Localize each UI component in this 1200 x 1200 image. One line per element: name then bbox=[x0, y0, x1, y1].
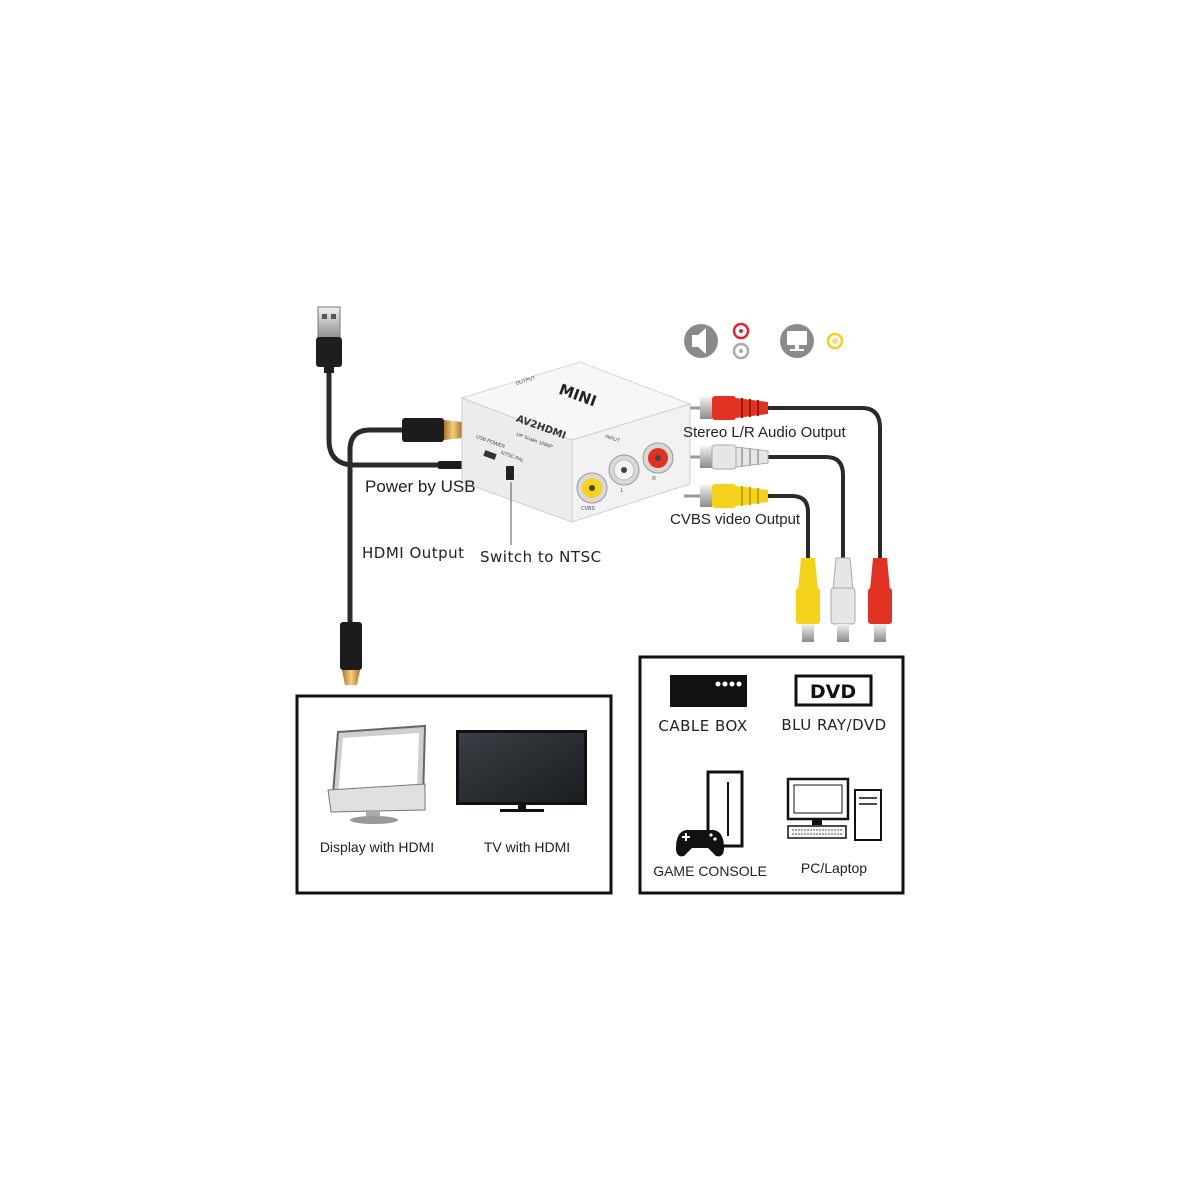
rca-yellow-plug-icon bbox=[796, 558, 820, 642]
video-jack-icon bbox=[826, 332, 844, 350]
cvbs-jack-label: CVBS bbox=[581, 506, 595, 512]
rca-white-plug-icon bbox=[830, 557, 856, 642]
adapter-input-label: INPUT bbox=[604, 434, 620, 444]
power-by-usb-label: Power by USB bbox=[365, 477, 476, 496]
hdmi-output-label: HDMI Output bbox=[362, 544, 465, 562]
pc-icon bbox=[786, 777, 882, 841]
audio-right-jack-icon bbox=[642, 442, 674, 474]
av-sources-panel bbox=[638, 655, 905, 895]
rca-white-cable bbox=[684, 444, 845, 558]
cable-box-icon bbox=[670, 675, 747, 707]
tv-with-hdmi-label: TV with HDMI bbox=[484, 839, 570, 855]
pc-laptop-label: PC/Laptop bbox=[801, 860, 867, 876]
monitor-icon bbox=[327, 724, 427, 824]
hdmi-plug-top-icon bbox=[402, 418, 462, 442]
rca-red-cable bbox=[684, 396, 882, 558]
hdmi-cable bbox=[347, 427, 410, 625]
usb-port-icon bbox=[483, 450, 497, 460]
switch-to-ntsc-label: Switch to NTSC bbox=[480, 548, 602, 566]
av2hdmi-adapter: MINI AV2HDMI UP Scaler 1080P OUTPUT INPU… bbox=[460, 361, 692, 523]
dvd-icon: DVD bbox=[794, 674, 873, 707]
audio-jacks-icon bbox=[732, 322, 750, 360]
game-console-label: GAME CONSOLE bbox=[653, 863, 767, 879]
rca-yellow-cable bbox=[684, 484, 810, 558]
cable-box-label: CABLE BOX bbox=[658, 717, 747, 735]
hdmi-devices-panel bbox=[295, 694, 613, 895]
tv-icon bbox=[456, 730, 587, 812]
hdmi-plug-bottom-icon bbox=[340, 622, 362, 685]
stereo-audio-output-label: Stereo L/R Audio Output bbox=[683, 424, 846, 441]
display-with-hdmi-label: Display with HDMI bbox=[320, 839, 434, 855]
usb-a-plug-icon bbox=[316, 306, 342, 373]
blu-ray-dvd-label: BLU RAY/DVD bbox=[781, 716, 886, 734]
audio-left-jack-icon bbox=[608, 454, 640, 486]
dvd-badge-text: DVD bbox=[810, 681, 856, 703]
display-icon bbox=[780, 324, 814, 358]
speaker-icon bbox=[684, 324, 718, 358]
cvbs-video-output-label: CVBS video Output bbox=[670, 511, 801, 528]
game-console-icon bbox=[676, 770, 744, 857]
right-jack-label: R bbox=[652, 476, 656, 482]
cvbs-jack-icon bbox=[576, 472, 608, 504]
left-jack-label: L bbox=[621, 488, 624, 494]
rca-red-plug-icon bbox=[868, 558, 892, 642]
ntsc-pal-switch[interactable] bbox=[506, 466, 514, 480]
